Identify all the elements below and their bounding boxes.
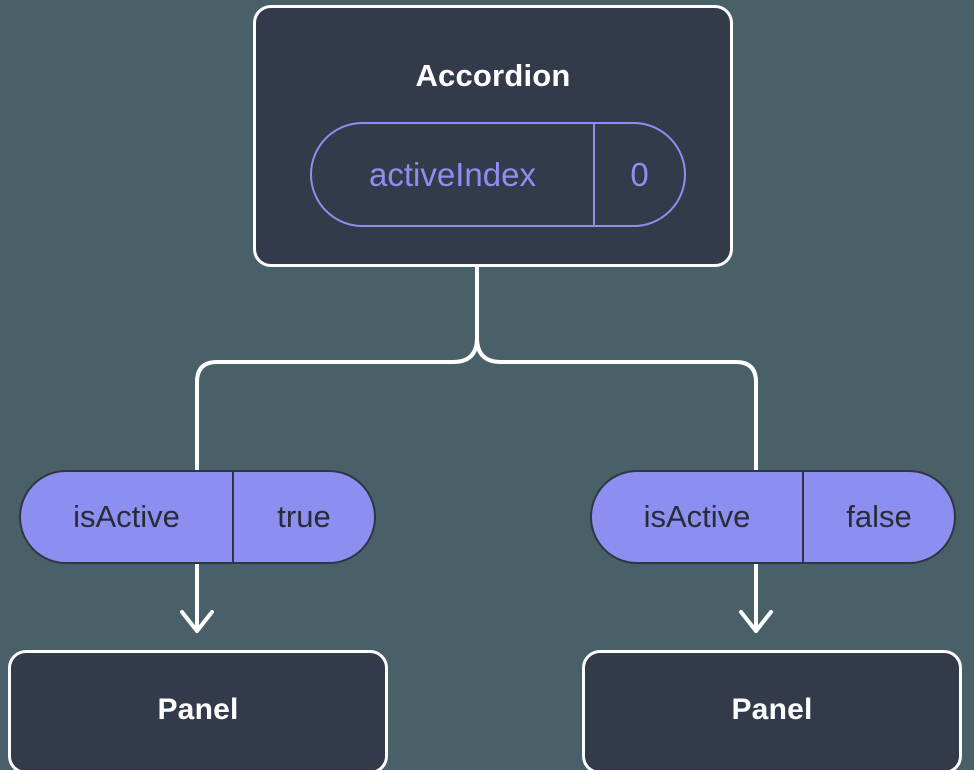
- node-panel-left[interactable]: Panel: [8, 650, 388, 770]
- node-panel-left-label: Panel: [157, 693, 239, 726]
- node-accordion[interactable]: Accordion activeIndex 0: [253, 5, 733, 267]
- prop-badge-key: isActive: [592, 472, 804, 562]
- arrow-head-right-icon: [739, 610, 773, 633]
- connector-fork-left: [195, 336, 479, 474]
- prop-badge-value: false: [846, 499, 912, 534]
- state-badge-active-index[interactable]: activeIndex 0: [310, 122, 686, 227]
- node-panel-right-label: Panel: [731, 693, 813, 726]
- prop-badge-key: isActive: [21, 472, 234, 562]
- prop-badge-value: true: [277, 499, 331, 534]
- node-panel-right[interactable]: Panel: [582, 650, 962, 770]
- node-accordion-label: Accordion: [415, 58, 571, 93]
- state-badge-value: 0: [630, 155, 649, 193]
- arrow-head-left-icon: [180, 610, 214, 633]
- connector-fork-right: [475, 336, 758, 474]
- state-badge-key: activeIndex: [312, 124, 595, 225]
- prop-badge-is-active-true[interactable]: isActive true: [19, 470, 376, 564]
- prop-badge-is-active-false[interactable]: isActive false: [590, 470, 956, 564]
